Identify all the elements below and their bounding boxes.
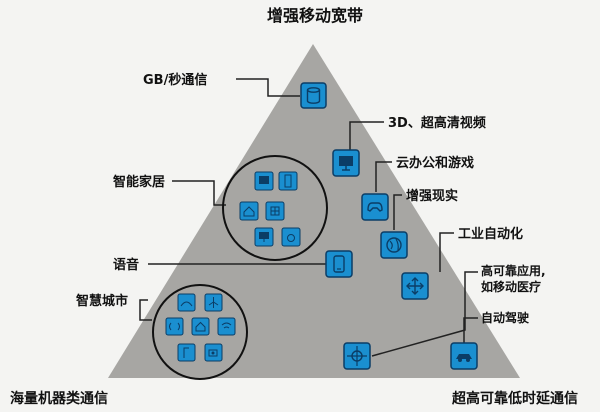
uhd-label: 3D、超高清视频 — [388, 115, 486, 131]
hrel-label-line2: 如移动医疗 — [481, 279, 541, 294]
bridge-icon — [177, 293, 196, 312]
voice-label: 语音 — [113, 257, 139, 273]
street-light-icon — [177, 343, 196, 362]
gamepad-icon — [361, 193, 389, 221]
hrel-label-line1: 高可靠应用, — [481, 263, 546, 278]
auto-label: 自动驾驶 — [481, 310, 529, 325]
smart-home-icons — [239, 171, 301, 247]
fridge-icon — [278, 171, 298, 191]
connector-lines — [139, 78, 478, 357]
corner-left-label: 海量机器类通信 — [10, 390, 108, 407]
smart-city-icons — [165, 293, 236, 362]
arrows-icon — [401, 272, 429, 300]
ar-label: 增强现实 — [406, 188, 458, 204]
camera-icon — [204, 343, 223, 362]
tv-icon — [254, 171, 274, 191]
washer-icon — [281, 227, 301, 247]
phone-icon — [325, 250, 353, 278]
smart-home-circle — [222, 155, 328, 261]
corner-right-label: 超高可靠低时延通信 — [451, 390, 578, 407]
grid-icon — [265, 201, 285, 221]
monitor-icon — [332, 149, 360, 177]
city-house-icon — [191, 317, 210, 336]
wifi-icon — [217, 317, 236, 336]
title-label: 增强移动宽带 — [267, 6, 363, 25]
tv-stand-icon — [254, 227, 274, 247]
wind-icon — [204, 293, 223, 312]
smart-city-label: 智慧城市 — [76, 293, 128, 309]
car-icon — [450, 342, 478, 370]
crosshair-icon — [343, 342, 371, 370]
smart-city-circle — [152, 284, 248, 380]
globe-icon — [380, 231, 408, 259]
smart-home-label: 智能家居 — [113, 174, 165, 190]
cloud-label: 云办公和游戏 — [396, 155, 474, 171]
house-icon — [239, 201, 259, 221]
database-icon — [300, 82, 327, 109]
gbps-label: GB/秒通信 — [143, 72, 207, 88]
industry-label: 工业自动化 — [458, 226, 523, 242]
signal-icon — [165, 317, 184, 336]
